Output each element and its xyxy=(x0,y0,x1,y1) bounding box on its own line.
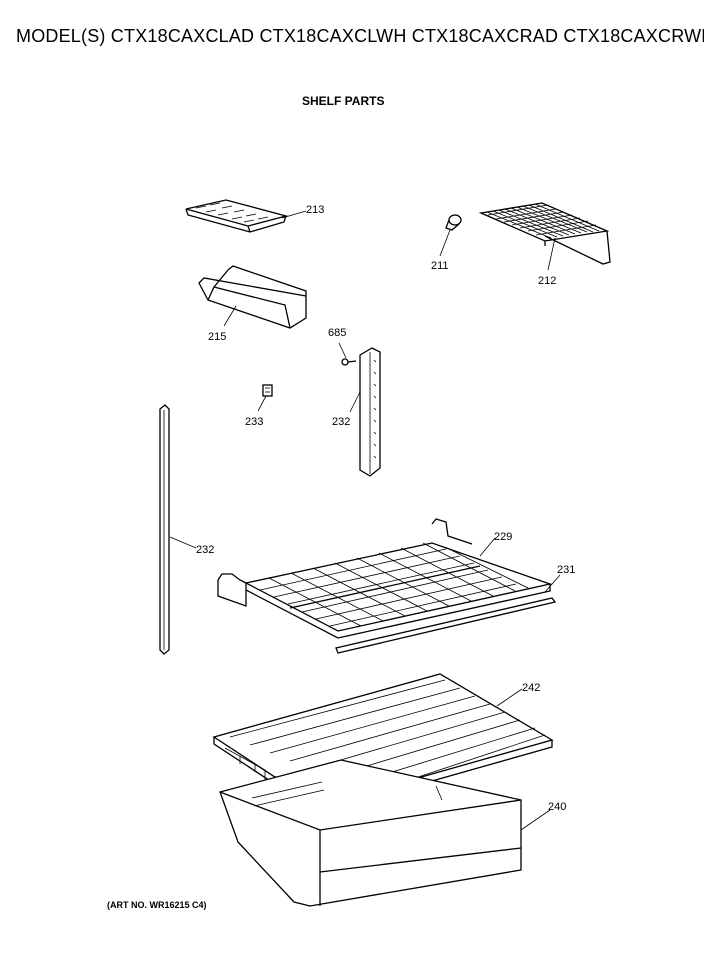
part-232-shelf-support-long xyxy=(159,404,170,655)
section-title: SHELF PARTS xyxy=(302,94,385,108)
callout-232-upper: 232 xyxy=(332,416,350,428)
callout-240: 240 xyxy=(548,801,566,813)
part-232-shelf-support-short xyxy=(359,347,381,477)
callout-232-lower: 232 xyxy=(196,544,214,556)
art-number: (ART NO. WR16215 C4) xyxy=(107,900,207,910)
callout-229: 229 xyxy=(494,531,512,543)
callout-212: 212 xyxy=(538,275,556,287)
callout-242: 242 xyxy=(522,682,540,694)
part-229-wire-shelf xyxy=(217,518,553,639)
callout-213: 213 xyxy=(306,204,324,216)
part-212-wire-shelf xyxy=(478,202,611,265)
part-240-crisper-pan xyxy=(219,759,522,907)
callout-215: 215 xyxy=(208,331,226,343)
callout-211: 211 xyxy=(431,260,449,272)
callout-231: 231 xyxy=(557,564,575,576)
part-685-screw xyxy=(341,358,357,366)
part-213-ice-tray xyxy=(185,199,289,233)
callout-233: 233 xyxy=(245,416,263,428)
part-215-storage-bin xyxy=(198,265,307,329)
part-231-shelf-trim xyxy=(335,597,557,654)
model-title: MODEL(S) CTX18CAXCLAD CTX18CAXCLWH CTX18… xyxy=(16,26,704,46)
part-211-shelf-stop xyxy=(445,214,462,231)
part-233-clip xyxy=(262,384,273,397)
callout-685: 685 xyxy=(328,327,346,339)
